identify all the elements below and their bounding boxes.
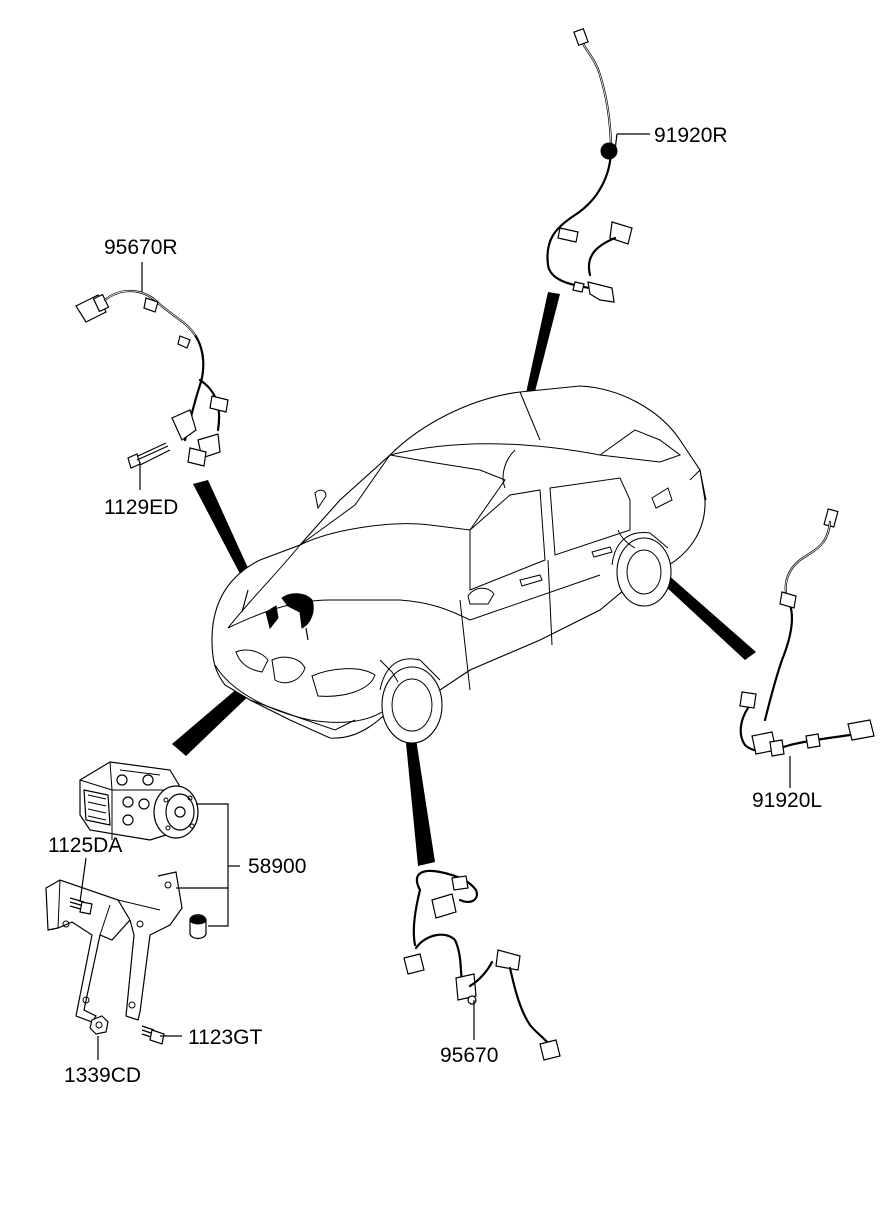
leader-lines xyxy=(79,133,791,1060)
sensor-91920R xyxy=(546,27,633,303)
bolt-1123GT xyxy=(141,1025,165,1045)
bolt-1129ED xyxy=(127,442,171,469)
label-91920R: 91920R xyxy=(654,124,728,147)
part-labels: 91920R 95670R 1129ED 1125DA 58900 91920L… xyxy=(48,124,822,1087)
abs-unit-in-car xyxy=(241,589,314,641)
label-95670R: 95670R xyxy=(104,236,178,259)
label-58900: 58900 xyxy=(248,855,306,878)
nut-1339CD xyxy=(89,1015,109,1035)
sensor-95670R xyxy=(75,289,229,467)
car-body xyxy=(211,385,707,744)
label-91920L: 91920L xyxy=(752,789,822,812)
wedge-front-right-sensor xyxy=(193,480,258,593)
label-1125DA: 1125DA xyxy=(48,834,122,857)
bolt-1125DA xyxy=(69,897,93,915)
hecu-bracket xyxy=(45,871,207,1023)
label-1339CD: 1339CD xyxy=(64,1064,141,1087)
hecu-58900 xyxy=(79,761,199,841)
label-1129ED: 1129ED xyxy=(104,496,178,519)
sensor-91920L xyxy=(739,508,875,757)
sensor-95670 xyxy=(403,869,561,1061)
wedge-rear-left-sensor xyxy=(650,566,756,660)
label-1123GT: 1123GT xyxy=(188,1026,262,1049)
label-95670: 95670 xyxy=(440,1044,498,1067)
